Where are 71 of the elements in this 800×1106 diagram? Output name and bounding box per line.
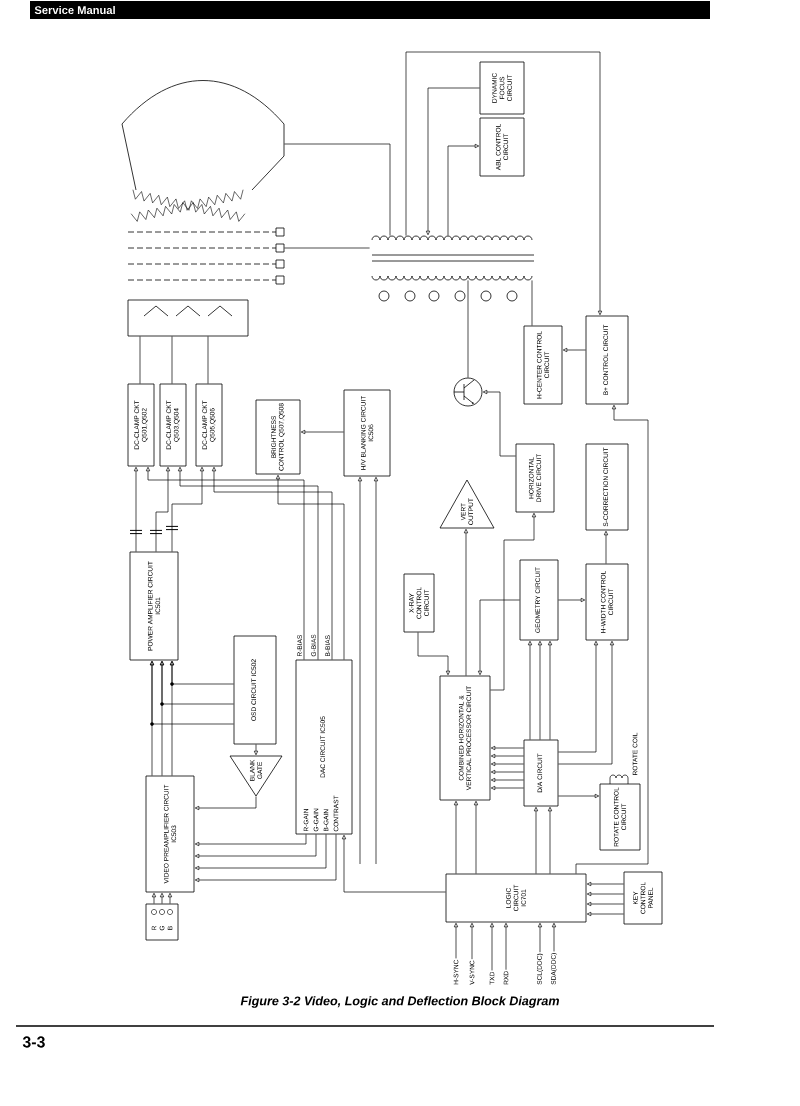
arrow [558, 640, 615, 765]
arrow [586, 901, 624, 907]
arrow [551, 922, 557, 952]
crt-drawing [121, 80, 285, 337]
arrow [558, 793, 600, 799]
arrow [537, 640, 543, 740]
arrow [194, 834, 307, 847]
arrow [425, 87, 480, 236]
arrow [405, 51, 603, 316]
transformer-drawing [371, 235, 535, 281]
connector-line [171, 336, 173, 384]
arrow [575, 404, 649, 874]
arrow [357, 476, 363, 865]
arrow [253, 744, 259, 756]
arrow [169, 660, 234, 685]
connector-line [531, 280, 533, 326]
arrow [151, 892, 157, 904]
arrow [558, 597, 586, 603]
arrow [490, 769, 524, 775]
arrow [547, 640, 553, 740]
arrow [145, 466, 305, 660]
arrow [159, 660, 234, 705]
arrow [159, 892, 165, 904]
arrow [155, 466, 171, 552]
arrow [194, 834, 337, 883]
arrow [463, 528, 469, 676]
arrow [489, 922, 495, 971]
arrow [275, 474, 345, 660]
arrow [341, 834, 446, 893]
arrow [490, 777, 524, 783]
arrow [558, 640, 599, 753]
arrow [490, 785, 524, 791]
arrow [447, 143, 480, 236]
arrow [300, 429, 344, 435]
connector-line [139, 336, 141, 384]
arrow [149, 660, 234, 725]
arrow [527, 640, 533, 740]
arrow [177, 466, 319, 660]
connector-line [467, 280, 469, 378]
arrow [453, 922, 459, 959]
connector-line [284, 143, 391, 236]
arrow [586, 881, 624, 887]
arrow [194, 834, 327, 871]
connector-line [207, 336, 209, 384]
arrow [477, 599, 520, 676]
arrow [586, 911, 624, 917]
arrow [490, 753, 524, 759]
arrow [194, 834, 317, 859]
arrow [490, 512, 537, 691]
arrow [469, 922, 475, 960]
transistor-symbol [453, 377, 483, 407]
connector-line [284, 247, 370, 249]
arrow [562, 347, 586, 353]
arrow [537, 922, 543, 953]
arrow [171, 466, 205, 552]
arrow [482, 389, 516, 457]
arrow [473, 800, 479, 874]
arrow [167, 892, 173, 904]
arrow [503, 922, 509, 971]
arrow [533, 806, 539, 874]
arrow [373, 476, 379, 865]
arrow [453, 800, 459, 874]
arrow [490, 761, 524, 767]
arrow [211, 466, 333, 660]
arrow [586, 891, 624, 897]
arrow [133, 466, 139, 552]
arrow [194, 796, 257, 811]
arrow [603, 530, 609, 564]
arrow [417, 632, 451, 676]
arrow [547, 806, 553, 874]
arrow [490, 745, 524, 751]
